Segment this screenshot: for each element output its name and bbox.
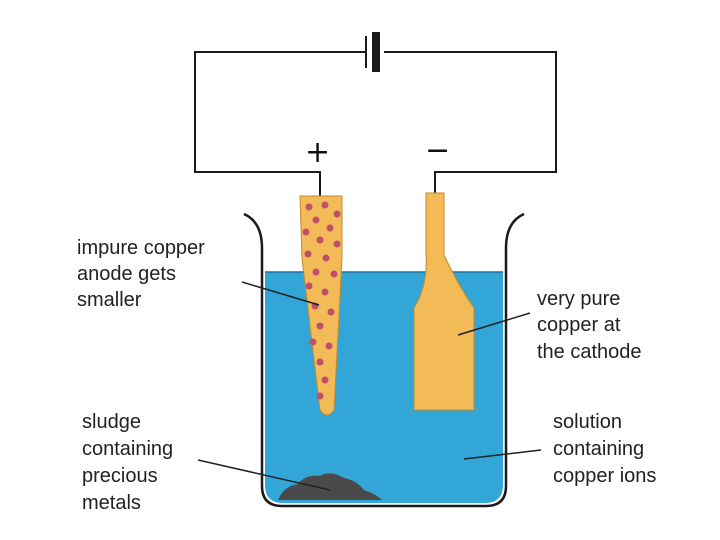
sludge-label: sludge containing precious metals [82, 411, 179, 514]
sludge-label-line-3: precious [82, 465, 158, 487]
cathode-label-line-2: copper at [537, 314, 621, 336]
impure-copper-anode [299, 195, 343, 416]
circuit-wire [194, 51, 557, 197]
sludge-label-line-2: containing [82, 438, 173, 460]
sludge-label-line-1: sludge [82, 411, 141, 433]
sludge-label-line-4: metals [82, 492, 141, 514]
anode-label-line-2: anode gets [77, 263, 176, 285]
precious-metal-sludge [278, 473, 382, 500]
anode-label-line-1: impure copper [77, 237, 205, 259]
battery-cell [365, 32, 380, 72]
anode-label-line-3: smaller [77, 289, 142, 311]
cathode-label: very pure copper at the cathode [537, 288, 642, 363]
label-pointer-lines [197, 281, 542, 491]
anode-impurity-dots [302, 201, 341, 400]
solution-label-line-1: solution [553, 411, 622, 433]
cathode-label-line-3: the cathode [537, 341, 642, 363]
pure-copper-cathode [413, 192, 475, 411]
cathode-label-line-1: very pure [537, 288, 620, 310]
anode-plus-sign: + [305, 135, 330, 170]
solution-label-line-3: copper ions [553, 465, 656, 487]
anode-label: impure copper anode gets smaller [77, 237, 210, 311]
beaker [243, 212, 525, 508]
solution-label: solution containing copper ions [553, 411, 656, 487]
cathode-minus-sign: − [425, 133, 450, 168]
solution-label-line-2: containing [553, 438, 644, 460]
